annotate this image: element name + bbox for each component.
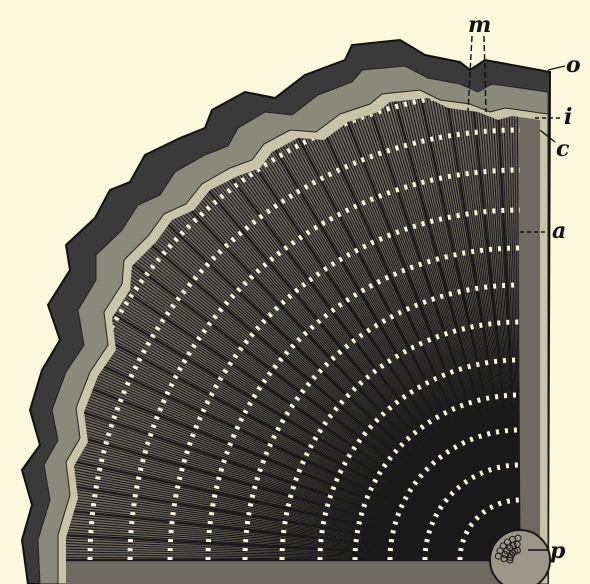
label-i: i: [564, 104, 572, 130]
label-m: m: [468, 12, 491, 38]
pith: [490, 530, 550, 584]
pith-core: [490, 530, 550, 584]
label-o: o: [566, 52, 581, 78]
label-c: c: [556, 136, 570, 162]
label-p: p: [550, 538, 566, 564]
label-a: a: [552, 218, 566, 244]
